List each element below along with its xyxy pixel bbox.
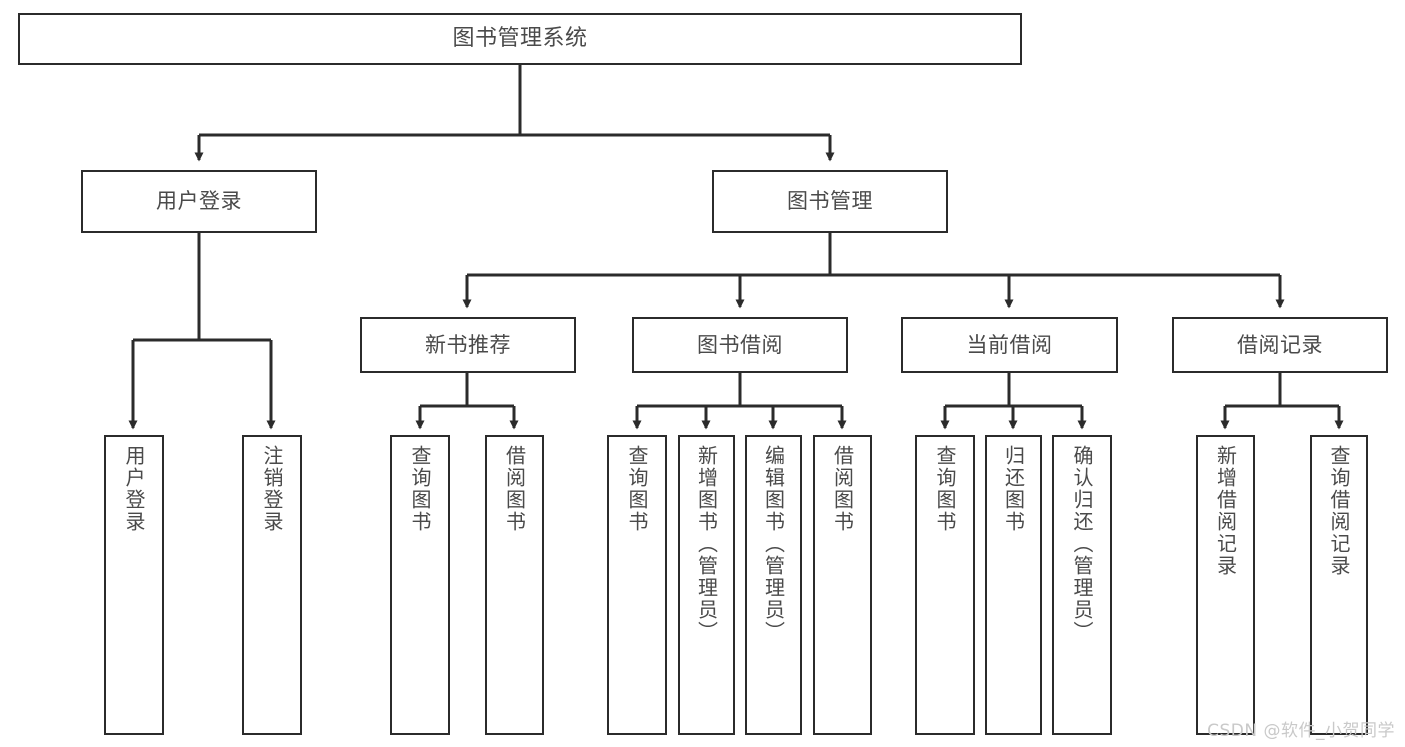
node-label: 新增借阅记录 (1213, 445, 1238, 577)
node-book-borrow[interactable]: 图书借阅 (632, 317, 848, 373)
node-leaf-borrow-book-2[interactable]: 借阅图书 (813, 435, 872, 735)
node-leaf-return-book[interactable]: 归还图书 (985, 435, 1042, 735)
node-leaf-edit-book[interactable]: 编辑图书（管理员） (745, 435, 802, 735)
node-label: 查询图书 (408, 445, 432, 533)
node-label: 图书借阅 (697, 332, 783, 357)
node-leaf-query-book-2[interactable]: 查询图书 (607, 435, 667, 735)
node-label: 确认归还（管理员） (1070, 445, 1094, 643)
node-label: 归还图书 (1001, 445, 1026, 533)
node-label: 注销登录 (260, 445, 284, 533)
csdn-watermark: CSDN @软件_小贺同学 (1207, 721, 1395, 741)
node-user-login[interactable]: 用户登录 (81, 170, 317, 233)
node-label: 当前借阅 (966, 332, 1053, 357)
node-label: 借阅图书 (502, 445, 527, 533)
node-label: 借阅记录 (1237, 332, 1323, 357)
node-borrow-record[interactable]: 借阅记录 (1172, 317, 1388, 373)
node-book-manage[interactable]: 图书管理 (712, 170, 948, 233)
node-label: 新增图书（管理员） (694, 445, 719, 643)
node-leaf-logout[interactable]: 注销登录 (242, 435, 302, 735)
node-leaf-query-book-3[interactable]: 查询图书 (915, 435, 975, 735)
node-current-borrow[interactable]: 当前借阅 (901, 317, 1118, 373)
node-leaf-query-record[interactable]: 查询借阅记录 (1310, 435, 1368, 735)
node-label: 用户登录 (122, 445, 146, 533)
node-leaf-borrow-book-1[interactable]: 借阅图书 (485, 435, 544, 735)
node-leaf-add-book[interactable]: 新增图书（管理员） (678, 435, 735, 735)
node-label: 编辑图书（管理员） (761, 445, 786, 643)
node-leaf-add-record[interactable]: 新增借阅记录 (1196, 435, 1255, 735)
node-label: 查询图书 (625, 445, 649, 533)
node-label: 图书管理系统 (452, 26, 588, 52)
node-leaf-query-book-1[interactable]: 查询图书 (390, 435, 450, 735)
node-label: 图书管理 (787, 189, 873, 214)
node-label: 借阅图书 (830, 445, 855, 533)
node-label: 查询借阅记录 (1327, 445, 1351, 577)
node-label: 新书推荐 (425, 332, 511, 357)
node-leaf-confirm-return[interactable]: 确认归还（管理员） (1052, 435, 1112, 735)
node-root-book-management-system[interactable]: 图书管理系统 (18, 13, 1022, 65)
node-leaf-user-login[interactable]: 用户登录 (104, 435, 164, 735)
node-label: 用户登录 (156, 189, 242, 214)
node-label: 查询图书 (933, 445, 957, 533)
node-new-book-recommend[interactable]: 新书推荐 (360, 317, 576, 373)
